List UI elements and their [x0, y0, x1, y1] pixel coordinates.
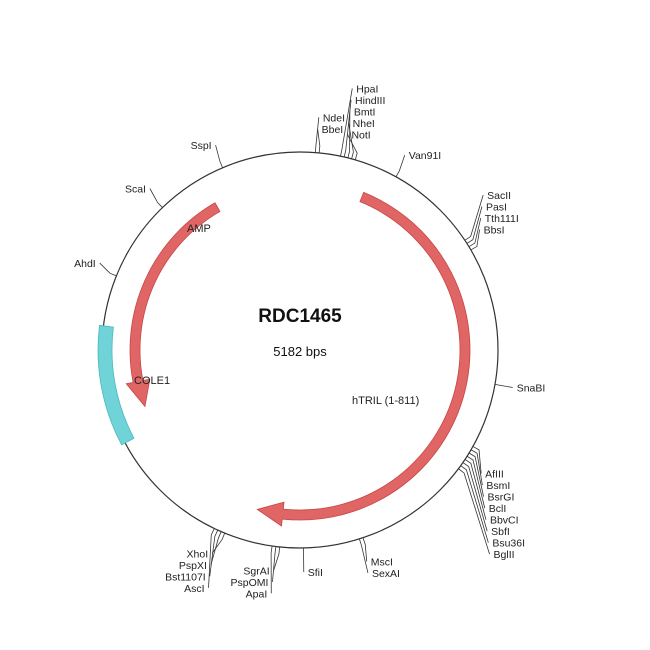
site-leader-msci [362, 537, 368, 562]
site-leader-apai [270, 545, 273, 594]
site-label-pspxi[interactable]: PspXI [179, 560, 207, 572]
site-label-sgrai[interactable]: SgrAI [243, 565, 269, 577]
site-label-noti[interactable]: NotI [351, 129, 370, 141]
site-label-bsmi[interactable]: BsmI [486, 480, 510, 492]
feature-amp-arrow[interactable] [125, 202, 221, 408]
site-label-sexai[interactable]: SexAI [372, 568, 400, 580]
site-leader-bsu36i [460, 465, 489, 543]
site-leader-bbsi [470, 229, 480, 251]
site-label-bbei[interactable]: BbeI [322, 124, 344, 136]
feature-label-htril: hTRIL (1-811) [352, 395, 419, 407]
site-leader-bsmi [470, 449, 483, 486]
feature-label-cole1: COLE1 [134, 375, 170, 387]
site-label-msci[interactable]: MscI [371, 556, 393, 568]
site-leader-ndei [314, 117, 320, 153]
site-leader-asci [208, 528, 215, 588]
site-label-bbsi[interactable]: BbsI [484, 225, 505, 237]
site-leader-sgrai [273, 546, 281, 571]
site-label-snabi[interactable]: SnaBI [517, 383, 546, 395]
site-leader-bbei [317, 128, 321, 153]
plasmid-size: 5182 bps [273, 344, 327, 359]
site-label-hindiii[interactable]: HindIII [355, 95, 385, 107]
site-leader-hindiii [343, 99, 352, 158]
site-label-xhoi[interactable]: XhoI [187, 548, 209, 560]
site-leader-ahdi [99, 262, 117, 277]
plasmid-name: RDC1465 [258, 306, 342, 327]
site-leader-bst1107i [209, 529, 219, 577]
site-label-sfii[interactable]: SfiI [308, 567, 323, 579]
site-label-apai[interactable]: ApaI [246, 588, 268, 600]
site-leader-sexai [358, 538, 369, 574]
site-label-bsu36i[interactable]: Bsu36I [492, 538, 525, 550]
site-leader-bglii [458, 468, 490, 555]
site-leader-nhei [348, 122, 354, 159]
site-leader-noti [347, 134, 358, 160]
site-leader-bcli [466, 455, 486, 509]
site-label-ahdi[interactable]: AhdI [74, 258, 96, 270]
site-leader-sspi [215, 145, 224, 168]
site-label-bcli[interactable]: BclI [489, 503, 507, 515]
site-leader-scai [149, 188, 163, 208]
feature-htril-arrow[interactable] [256, 191, 471, 527]
site-label-tth111i[interactable]: Tth111I [485, 213, 519, 225]
features: hTRIL (1-811) AMP COLE1 [97, 191, 471, 527]
site-leader-afiii [472, 446, 482, 474]
site-label-ndei[interactable]: NdeI [323, 112, 345, 124]
site-leader-bmti [347, 111, 351, 158]
site-label-bglii[interactable]: BglII [494, 549, 515, 561]
site-leader-bbvci [464, 459, 487, 520]
site-leader-sbfi [462, 462, 488, 532]
site-leader-pspxi [210, 531, 222, 565]
site-leader-sacii [464, 194, 484, 241]
site-label-van91i[interactable]: Van91I [409, 150, 442, 162]
site-label-bsrgi[interactable]: BsrGI [488, 492, 515, 504]
site-label-bst1107i[interactable]: Bst1107I [165, 571, 206, 583]
site-label-sspi[interactable]: SspI [191, 140, 212, 152]
site-leader-bsrgi [468, 452, 484, 497]
site-leader-snabi [494, 383, 513, 388]
site-label-afiii[interactable]: AfIII [485, 469, 504, 481]
site-leader-van91i [395, 154, 406, 178]
site-label-sacii[interactable]: SacII [487, 190, 511, 202]
site-leader-pasi [466, 206, 483, 244]
site-leader-pspomi [272, 546, 277, 582]
site-leader-tth111i [468, 217, 482, 248]
site-label-pspomi[interactable]: PspOMI [231, 577, 269, 589]
site-label-bbvci[interactable]: BbvCI [490, 515, 519, 527]
site-label-bmti[interactable]: BmtI [354, 106, 376, 118]
site-label-sbfi[interactable]: SbfI [491, 526, 510, 538]
site-label-scai[interactable]: ScaI [125, 184, 146, 196]
site-label-asci[interactable]: AscI [184, 583, 204, 595]
feature-label-amp: AMP [187, 223, 211, 235]
site-label-nhei[interactable]: NheI [353, 118, 375, 130]
site-leader-hpai [340, 88, 353, 157]
feature-cole1-block[interactable] [97, 324, 135, 446]
site-label-pasi[interactable]: PasI [486, 202, 507, 214]
site-label-hpai[interactable]: HpaI [356, 83, 378, 95]
